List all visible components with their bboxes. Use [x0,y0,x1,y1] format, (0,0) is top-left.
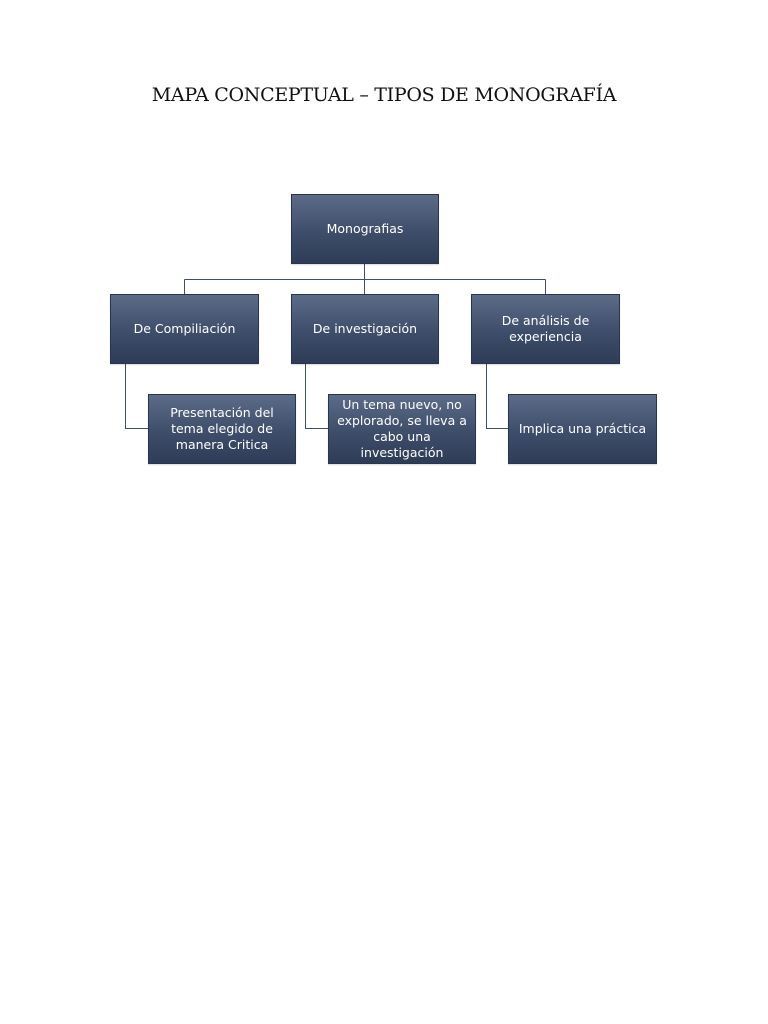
node-category-label: De investigación [312,321,418,336]
node-category-investigacion: De investigación [291,294,439,364]
node-detail-compilacion: Presentación del tema elegido de manera … [148,394,296,464]
node-detail-label: Presentación del tema elegido de manera … [170,405,274,452]
node-category-analisis: De análisis de experiencia [471,294,620,364]
node-category-label: De análisis de experiencia [501,313,590,344]
node-root-label: Monografias [326,221,404,236]
node-detail-analisis: Implica una práctica [508,394,657,464]
node-root: Monografias [291,194,439,264]
node-category-compilacion: De Compiliación [110,294,259,364]
node-detail-label: Un tema nuevo, no explorado, se lleva a … [337,397,467,460]
node-detail-investigacion: Un tema nuevo, no explorado, se lleva a … [328,394,476,464]
connector-elbow-2 [305,364,328,429]
node-category-label: De Compiliación [133,321,236,336]
connector-elbow-3 [486,364,508,429]
page-title: MAPA CONCEPTUAL – TIPOS DE MONOGRAFÍA [151,84,617,106]
node-detail-label: Implica una práctica [518,421,647,436]
connector-elbow-1 [125,364,148,429]
